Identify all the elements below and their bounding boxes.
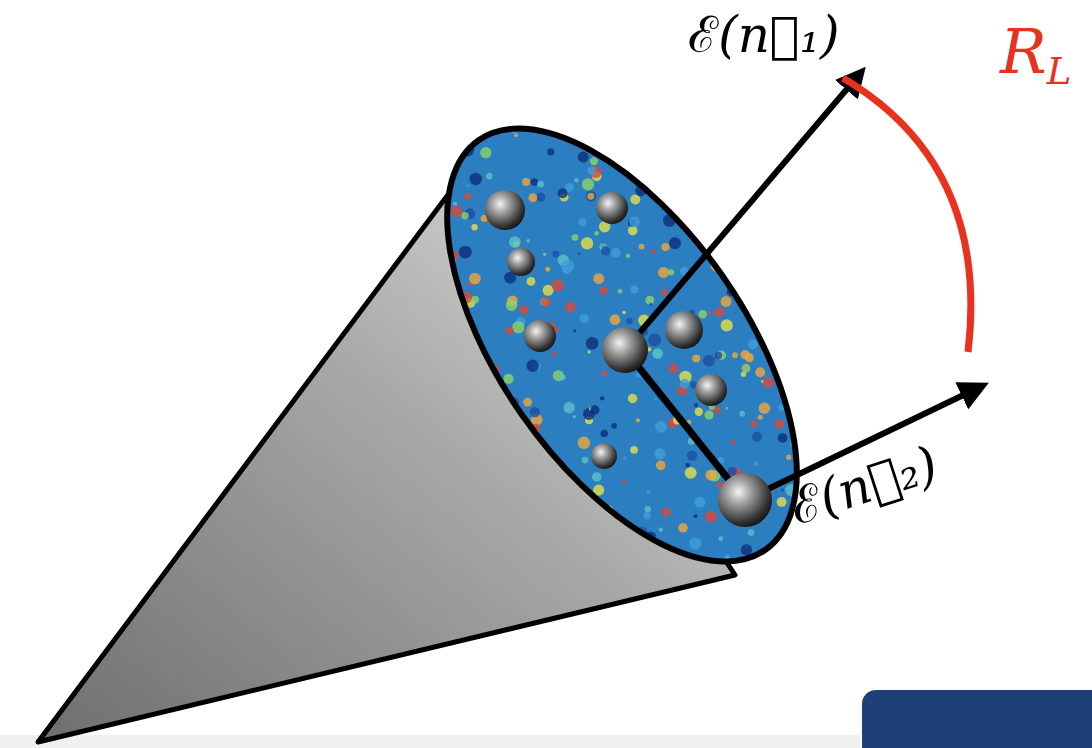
angle-label: RL [1000,18,1071,92]
footer-band [0,735,860,748]
energy-label: ℰ(n⃗₂) [784,437,945,536]
particles [485,190,772,527]
map-outline [379,70,866,620]
energy-label: ℰ(n⃗₁) [688,8,839,63]
angle-arc [843,78,971,352]
footer-panel [862,690,1092,748]
direction-arrow [625,76,858,350]
cmb-map [300,50,950,650]
pair-separation [625,350,745,500]
